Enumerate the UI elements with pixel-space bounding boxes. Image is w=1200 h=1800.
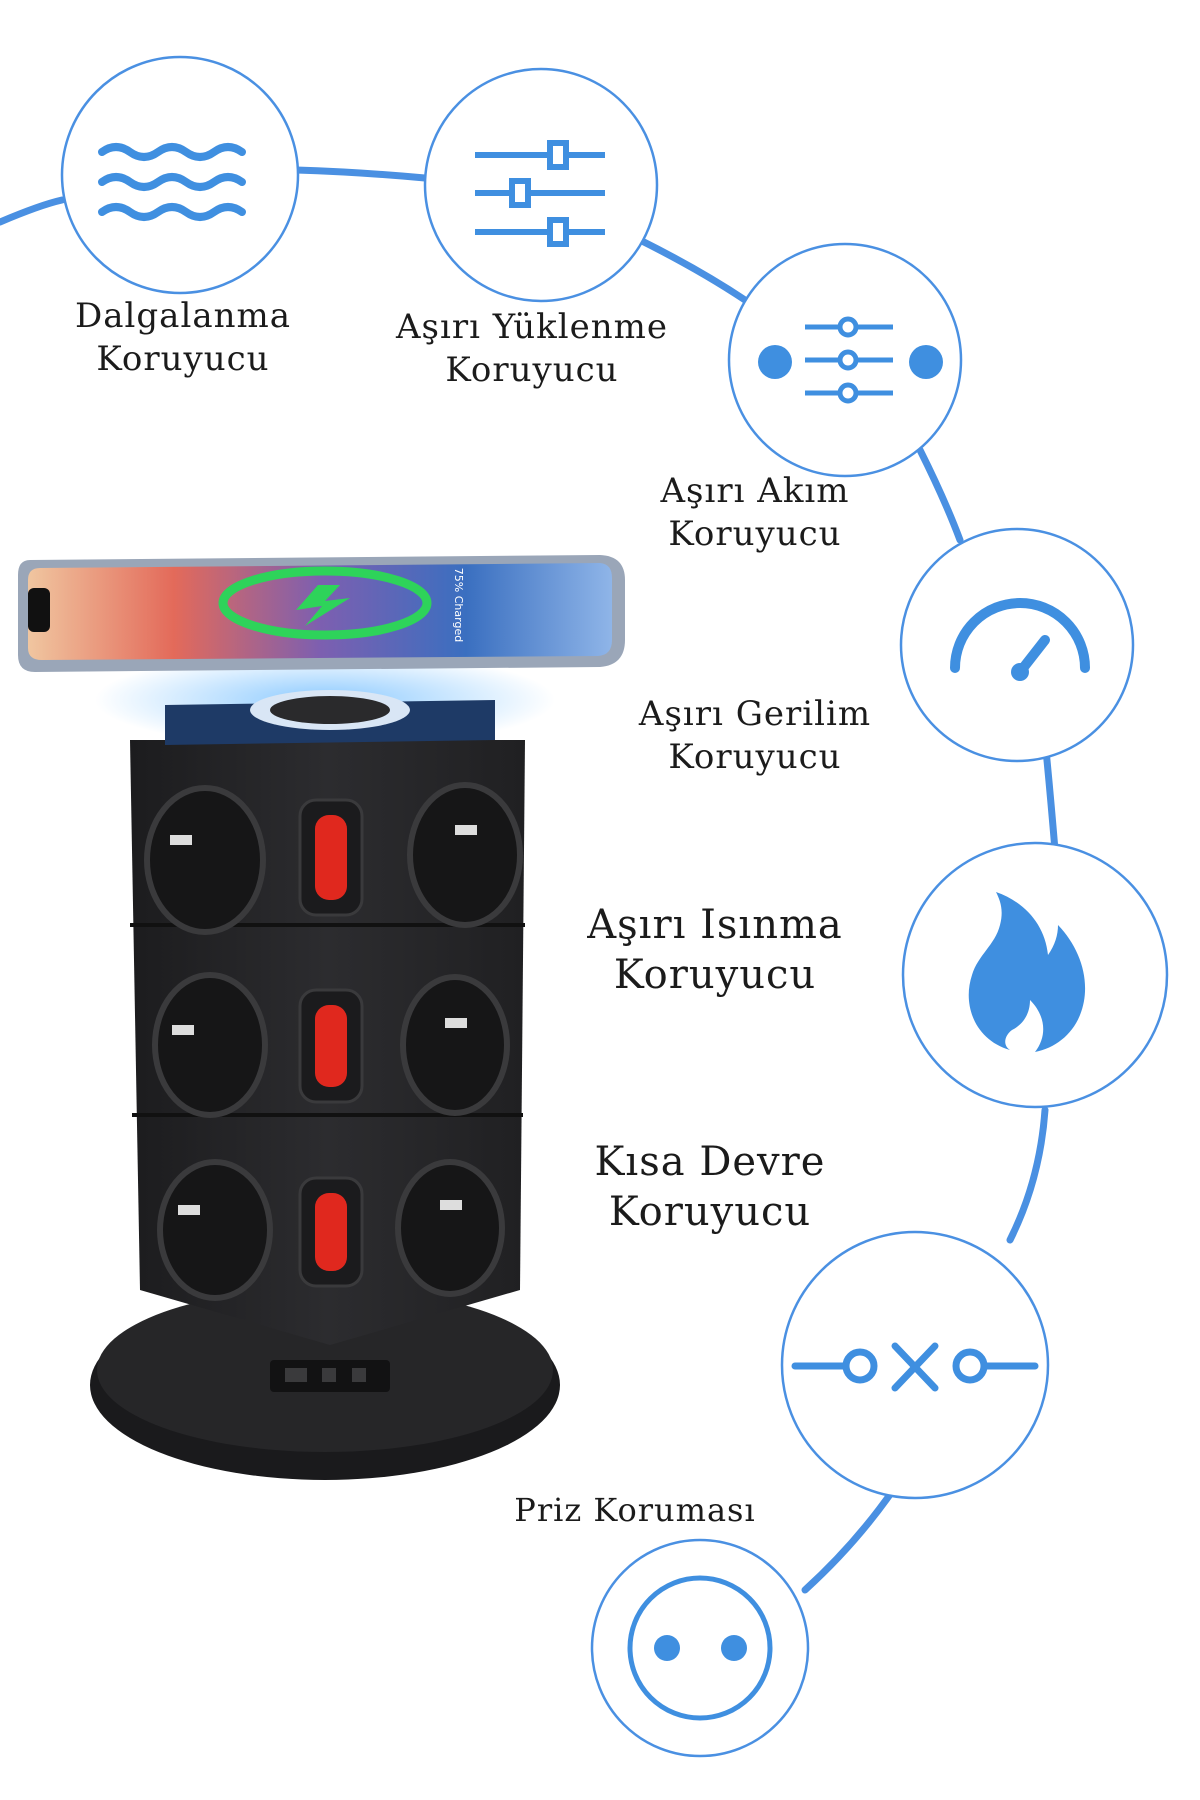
connector-path <box>0 166 1059 1594</box>
phone-charge-text: 75% Charged <box>452 568 465 642</box>
charging-ring <box>218 566 432 640</box>
socket-row-3 <box>157 1159 505 1301</box>
feature-circle-overload <box>423 67 659 303</box>
feature-circle-surge <box>60 55 300 295</box>
label-overvoltage: Aşırı Gerilim Koruyucu <box>638 694 872 777</box>
socket-row-1 <box>144 782 523 935</box>
feature-circle-overcurrent <box>727 242 963 478</box>
gauge-icon <box>950 598 1090 681</box>
feature-circle-socket <box>590 1538 810 1758</box>
current-sliders-icon <box>758 316 943 404</box>
power-tower-product <box>90 652 560 1480</box>
sliders-icon <box>475 140 605 247</box>
flame-icon <box>968 892 1086 1052</box>
label-surge: Dalgalanma Koruyucu <box>75 296 291 379</box>
circuit-break-icon <box>791 1342 1039 1392</box>
feature-circle-overvoltage <box>899 527 1135 763</box>
socket-row-2 <box>152 972 510 1118</box>
feature-circle-overheat <box>901 841 1169 1109</box>
label-overload: Aşırı Yüklenme Koruyucu <box>395 307 669 390</box>
charging-bolt-icon <box>296 585 350 626</box>
label-overcurrent: Aşırı Akım Koruyucu <box>660 471 850 554</box>
smartphone-image: 75% Charged <box>18 555 625 672</box>
socket-icon <box>627 1575 773 1721</box>
feature-circle-shortcircuit <box>780 1230 1050 1500</box>
label-shortcircuit: Kısa Devre Koruyucu <box>594 1139 826 1235</box>
label-overheat: Aşırı Isınma Koruyucu <box>587 902 843 998</box>
waves-icon <box>98 143 246 221</box>
label-socket: Priz Koruması <box>514 1491 756 1529</box>
